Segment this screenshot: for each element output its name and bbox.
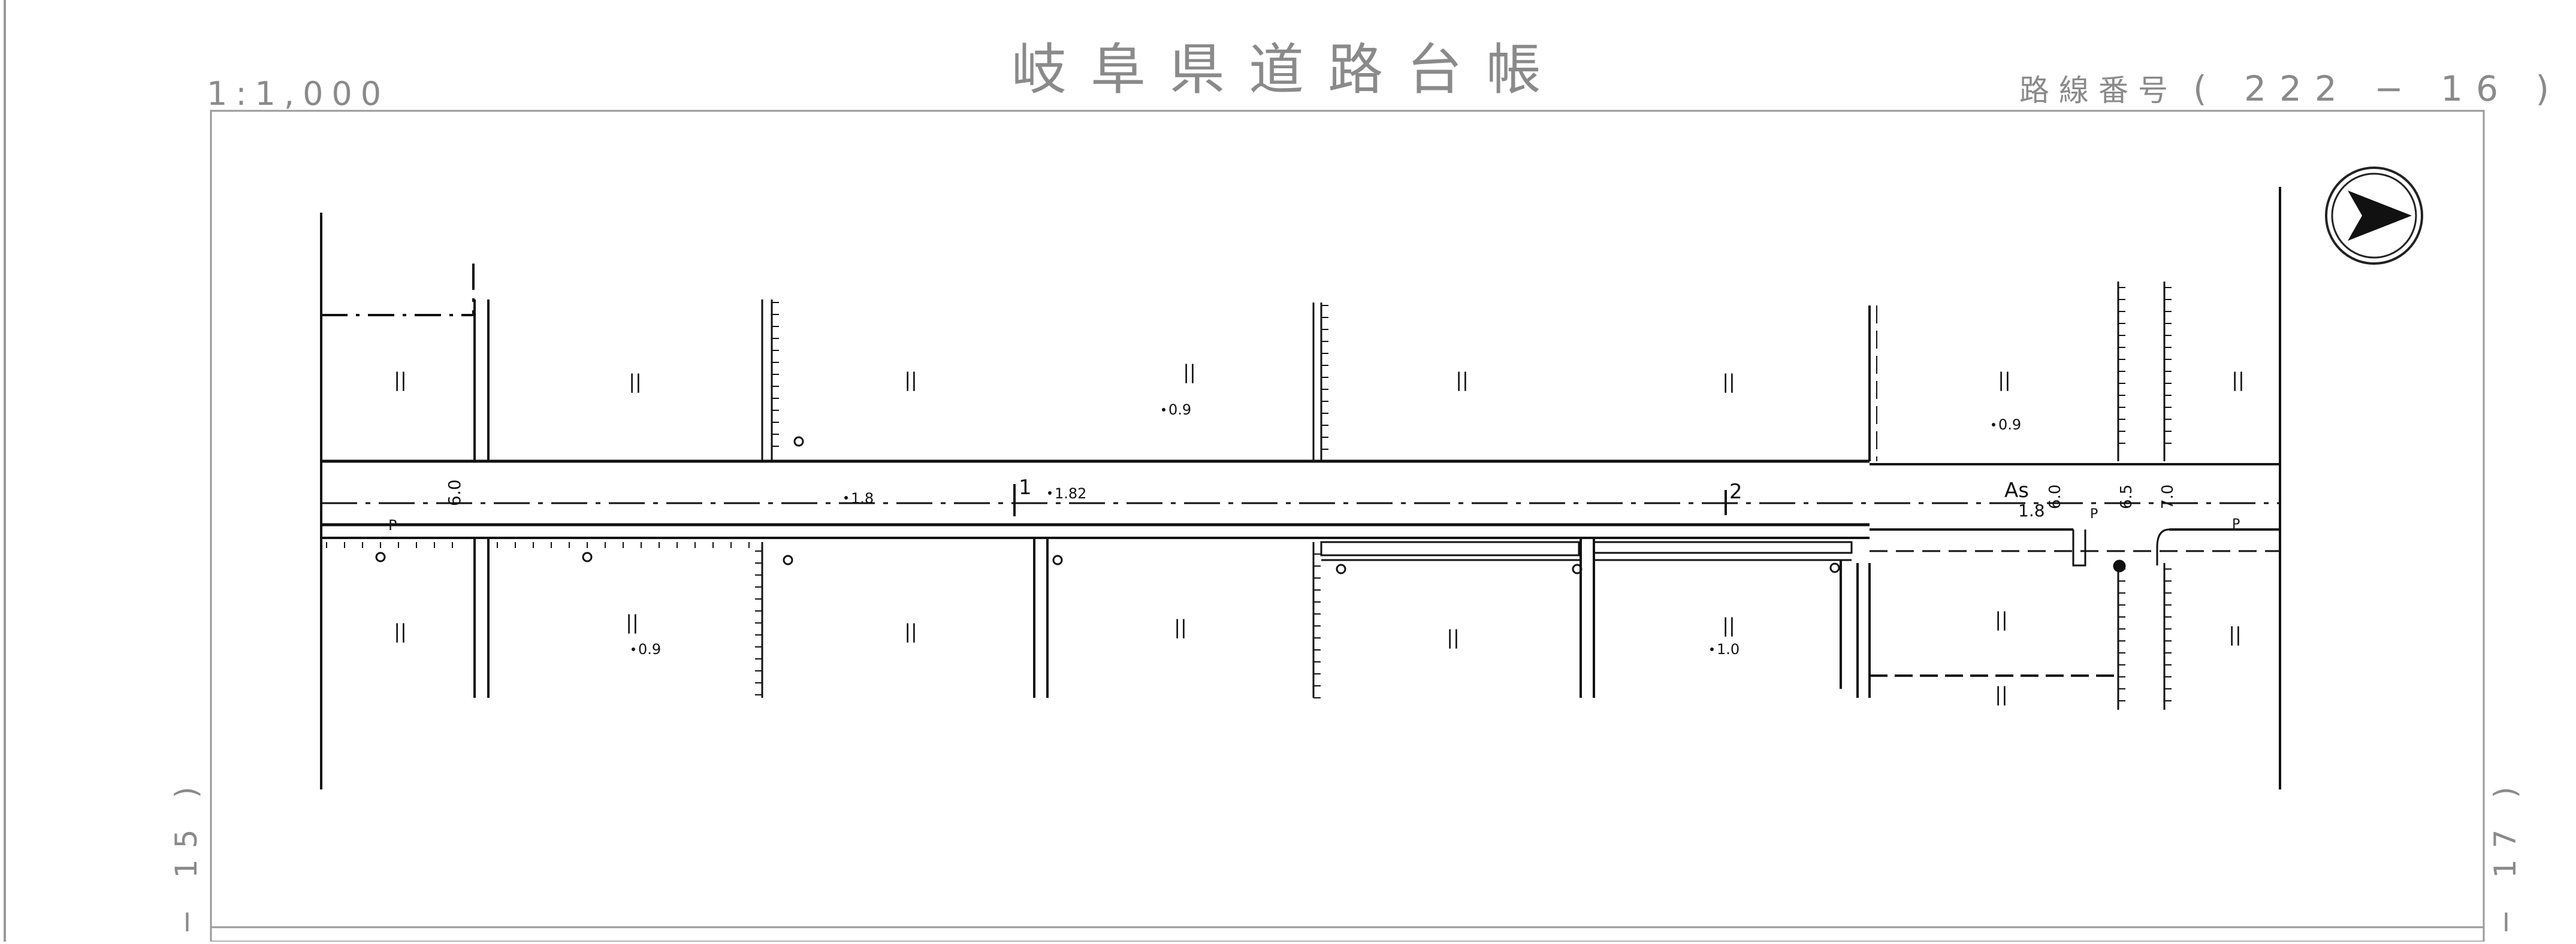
utility-mark: P [2232, 517, 2240, 532]
parcel-mark: || [1446, 626, 1460, 649]
hatched-fences [761, 282, 2166, 710]
parcel-mark: || [629, 370, 642, 393]
utility-mark: P [388, 517, 397, 534]
right-sheet-number: − 17 ) [2488, 776, 2523, 934]
fence-ticks [326, 287, 2172, 701]
station-markers: 1 2 [1013, 476, 1743, 516]
sheet-title: 岐阜県道路台帳 [1011, 38, 1565, 102]
surface-label: As [2004, 479, 2029, 503]
parcel-mark: || [1455, 368, 1469, 391]
width-label: 6.0 [2046, 485, 2064, 509]
spot-value: 0.9 [1998, 416, 2021, 433]
route-label: 路線番号 [2019, 73, 2178, 108]
spot-value: 1.0 [1717, 641, 1740, 658]
spot-value: 0.9 [1168, 401, 1191, 418]
map-extent-lines [320, 187, 2281, 789]
parcel-mark: || [394, 620, 407, 643]
spot-heights: 1.8 1.82 0.9 0.9 0.9 1.0 1.8 [632, 401, 2045, 658]
parcel-mark: || [2231, 368, 2245, 391]
width-label: 6.0 [445, 479, 464, 506]
spot-value: 1.8 [2018, 501, 2045, 521]
lot-lines [473, 299, 2170, 698]
spot-value: 0.9 [638, 641, 661, 658]
main-road [321, 459, 2280, 552]
parcel-mark: || [1995, 608, 2008, 631]
utility-fixtures: P P P [375, 436, 2240, 574]
utility-mark: P [2090, 507, 2098, 522]
parcel-mark: || [394, 368, 407, 391]
parcel-marks: || || || || || || || || || || || || || |… [394, 361, 2245, 706]
dimension-labels: 6.0 6.0 6.5 7.0 As [445, 479, 2177, 509]
parcel-mark: || [904, 620, 917, 643]
parcel-mark: || [904, 368, 917, 391]
left-sheet-number: − 15 ) [169, 776, 204, 934]
station-label: 1 [1019, 476, 1032, 500]
spot-value: 1.82 [1055, 485, 1086, 502]
scale-label: 1:1,000 [207, 75, 389, 113]
parcel-mark: || [1995, 683, 2008, 706]
route-number: ( 222 − 16 ) [2193, 68, 2562, 109]
parcel-mark: || [2228, 623, 2242, 646]
parcel-mark: || [1722, 370, 1735, 393]
width-label: 7.0 [2159, 485, 2177, 509]
parcel-mark: || [626, 611, 639, 634]
parcel-mark: || [1722, 614, 1735, 637]
parcel-mark: || [1998, 368, 2011, 391]
north-arrow [2325, 167, 2423, 265]
parcel-mark: || [1183, 361, 1196, 383]
parcel-mark: || [1174, 616, 1187, 639]
spot-value: 1.8 [851, 490, 874, 507]
station-label: 2 [1729, 480, 1743, 504]
boundary-dashdot [320, 264, 2281, 659]
width-label: 6.5 [2118, 485, 2136, 509]
